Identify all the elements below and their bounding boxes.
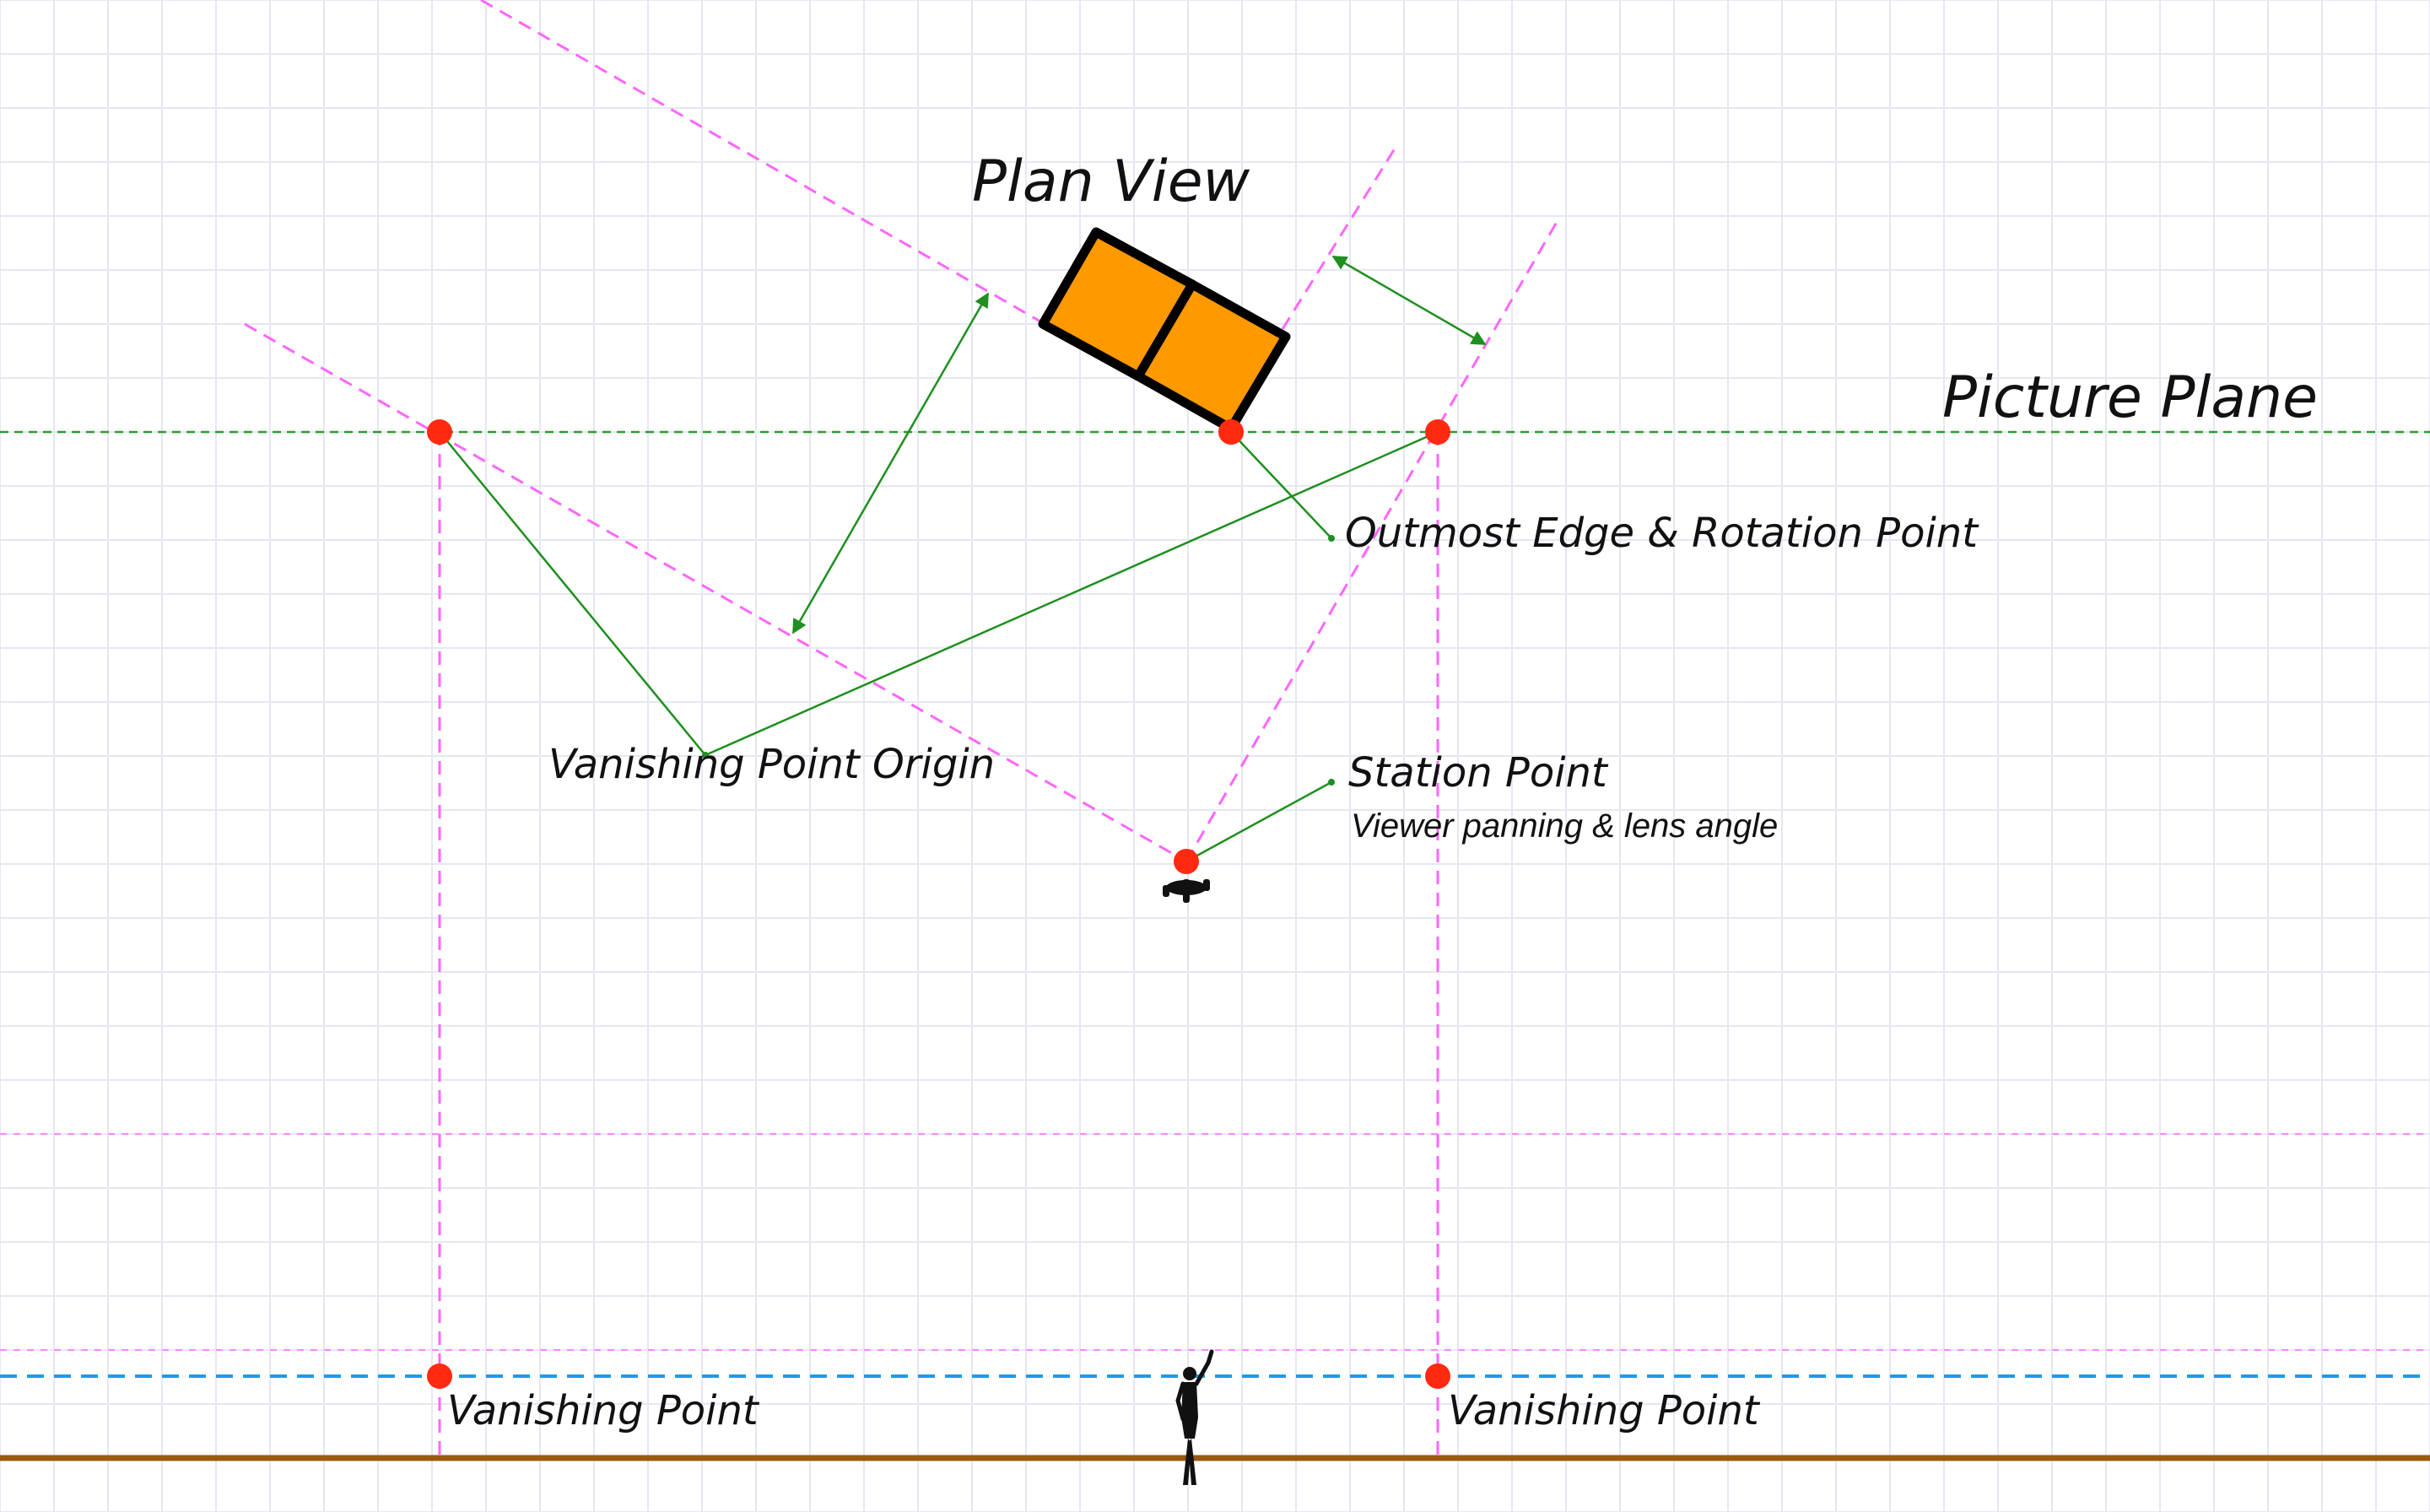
station-point-leader bbox=[1185, 780, 1332, 863]
plan-view-object bbox=[1038, 227, 1291, 434]
thin-construction-lines bbox=[0, 1133, 2430, 1351]
construction-lines bbox=[244, 0, 1561, 1460]
picture-plane-label: Picture Plane bbox=[1942, 364, 2318, 431]
left-vanishing-ray bbox=[244, 322, 1187, 863]
station-point-note: Viewer panning & lens angle bbox=[1351, 807, 1778, 845]
distance-arrow-right bbox=[1331, 255, 1487, 346]
station-point bbox=[1174, 849, 1199, 874]
rotation-point bbox=[1218, 419, 1244, 445]
annotation-dots bbox=[702, 535, 1335, 786]
outmost-edge-label: Outmost Edge & Rotation Point bbox=[1345, 510, 1979, 557]
distance-arrow-left bbox=[791, 292, 990, 634]
point-markers bbox=[427, 419, 1450, 1389]
right-vanishing-ray bbox=[1185, 217, 1561, 862]
vanishing-origin-left-point bbox=[427, 419, 452, 445]
vanishing-point-right-label: Vanishing Point bbox=[1448, 1387, 1761, 1434]
vanishing-point-left-label: Vanishing Point bbox=[447, 1387, 760, 1434]
outmost-edge-leader bbox=[1230, 431, 1332, 539]
right-edge-ray bbox=[1281, 145, 1398, 330]
plan-view-label: Plan View bbox=[972, 148, 1250, 215]
vanishing-point-right bbox=[1425, 1364, 1450, 1389]
viewer-figure-icon bbox=[1163, 879, 1210, 903]
vanishing-point-left bbox=[427, 1364, 452, 1389]
station-point-label: Station Point bbox=[1348, 749, 1609, 796]
vanishing-point-origin-label: Vanishing Point Origin bbox=[548, 741, 995, 788]
vanishing-origin-right-point bbox=[1425, 419, 1450, 445]
standing-figure-icon bbox=[1175, 1349, 1214, 1485]
